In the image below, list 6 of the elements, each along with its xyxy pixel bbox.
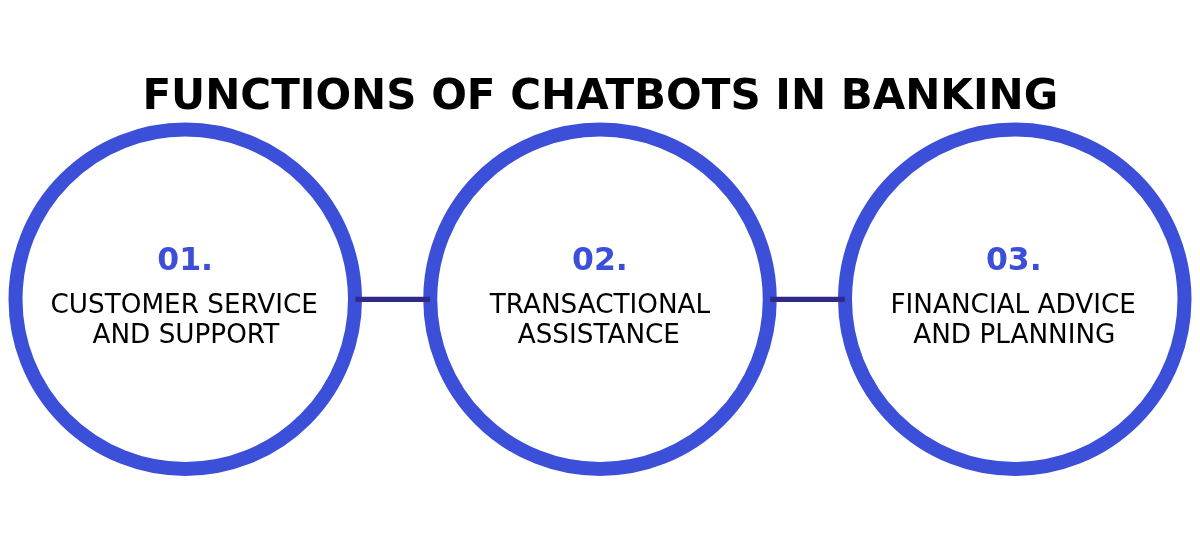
node-circle: 01. CUSTOMER SERVICE AND SUPPORT: [8, 122, 362, 476]
node-circle: 03. FINANCIAL ADVICE AND PLANNING: [838, 122, 1192, 476]
connector: [770, 296, 845, 302]
node-circle: 02. TRANSACTIONAL ASSISTANCE: [423, 122, 777, 476]
diagram-title: FUNCTIONS OF CHATBOTS IN BANKING: [142, 69, 1059, 119]
connector: [355, 296, 431, 302]
